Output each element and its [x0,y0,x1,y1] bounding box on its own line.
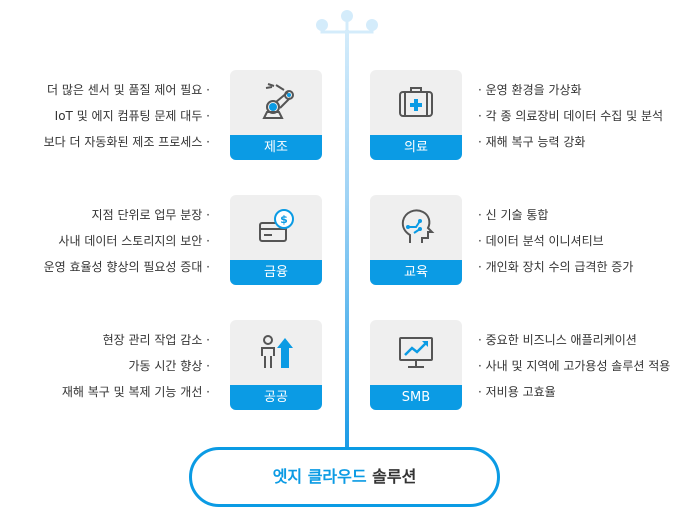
sector-card-5: SMB [370,320,462,410]
list-item: · 저비용 고효율 [478,385,556,399]
sector-items: 지점 단위로 업무 분장 · 사내 데이터 스토리지의 보안 · 운영 효율성 향상… [44,202,210,280]
sector-items: 현장 관리 작업 감소 · 가동 시간 향상 · 재해 복구 및 복제 기능 개선 … [62,327,210,405]
list-item: · 데이터 분석 이니셔티브 [478,234,604,248]
sector-items: 더 많은 센서 및 품질 제어 필요 · IoT 및 에지 컴퓨팅 문제 대두 ·… [44,77,210,155]
list-item: 보다 더 자동화된 제조 프로세스 · [43,135,210,149]
edge-cloud-solution-box: 엣지 클라우드 솔루션 [189,447,500,507]
sector-label: 금융 [230,260,322,285]
sector-label: 공공 [230,385,322,410]
sector-card-4: 공공 [230,320,322,410]
list-item: · 개인화 장치 수의 급격한 증가 [478,260,634,274]
monitor-chart-icon [399,337,433,368]
sector-label: 교육 [370,260,462,285]
sector-label: SMB [370,385,462,410]
sector-card-1: 의료 [370,70,462,160]
robot-arm-icon [262,83,294,119]
list-item: · 각 종 의료장비 데이터 수집 및 분석 [478,109,664,123]
sector-card-2: $ 금융 [230,195,322,285]
footer-rest: 솔루션 [366,467,417,486]
svg-text:$: $ [280,213,288,226]
footer-highlight: 엣지 클라우드 [272,467,367,486]
sector-items: · 운영 환경을 가상화 · 각 종 의료장비 데이터 수집 및 분석 · 재해 복… [478,77,663,155]
sector-card-3: 교육 [370,195,462,285]
sector-items: · 신 기술 통합 · 데이터 분석 이니셔티브 · 개인화 장치 수의 급격한 증… [478,202,633,280]
sector-items: · 중요한 비즈니스 애플리케이션 · 사내 및 지역에 고가용성 솔루션 적용 ·… [478,327,670,405]
list-item: 가동 시간 향상 · [128,359,210,373]
list-item: · 운영 환경을 가상화 [478,83,582,97]
brain-circuit-icon [401,209,435,243]
person-growth-icon [261,335,293,368]
list-item: 더 많은 센서 및 품질 제어 필요 · [46,83,210,97]
list-item: · 재해 복구 능력 강화 [478,135,586,149]
money-card-icon: $ [259,209,294,242]
list-item: 재해 복구 및 복제 기능 개선 · [61,385,210,399]
list-item: · 신 기술 통합 [478,208,549,222]
list-item: 현장 관리 작업 감소 · [102,333,210,347]
list-item: 지점 단위로 업무 분장 · [91,208,210,222]
sector-label: 제조 [230,135,322,160]
list-item: 운영 효율성 향상의 필요성 증대 · [43,260,210,274]
list-item: IoT 및 에지 컴퓨팅 문제 대두 · [54,109,210,123]
medical-kit-icon [399,87,433,117]
sector-card-0: 제조 [230,70,322,160]
list-item: · 사내 및 지역에 고가용성 솔루션 적용 [478,359,671,373]
sector-label: 의료 [370,135,462,160]
list-item: 사내 데이터 스토리지의 보안 · [58,234,210,248]
list-item: · 중요한 비즈니스 애플리케이션 [478,333,637,347]
connector-line [345,30,349,450]
